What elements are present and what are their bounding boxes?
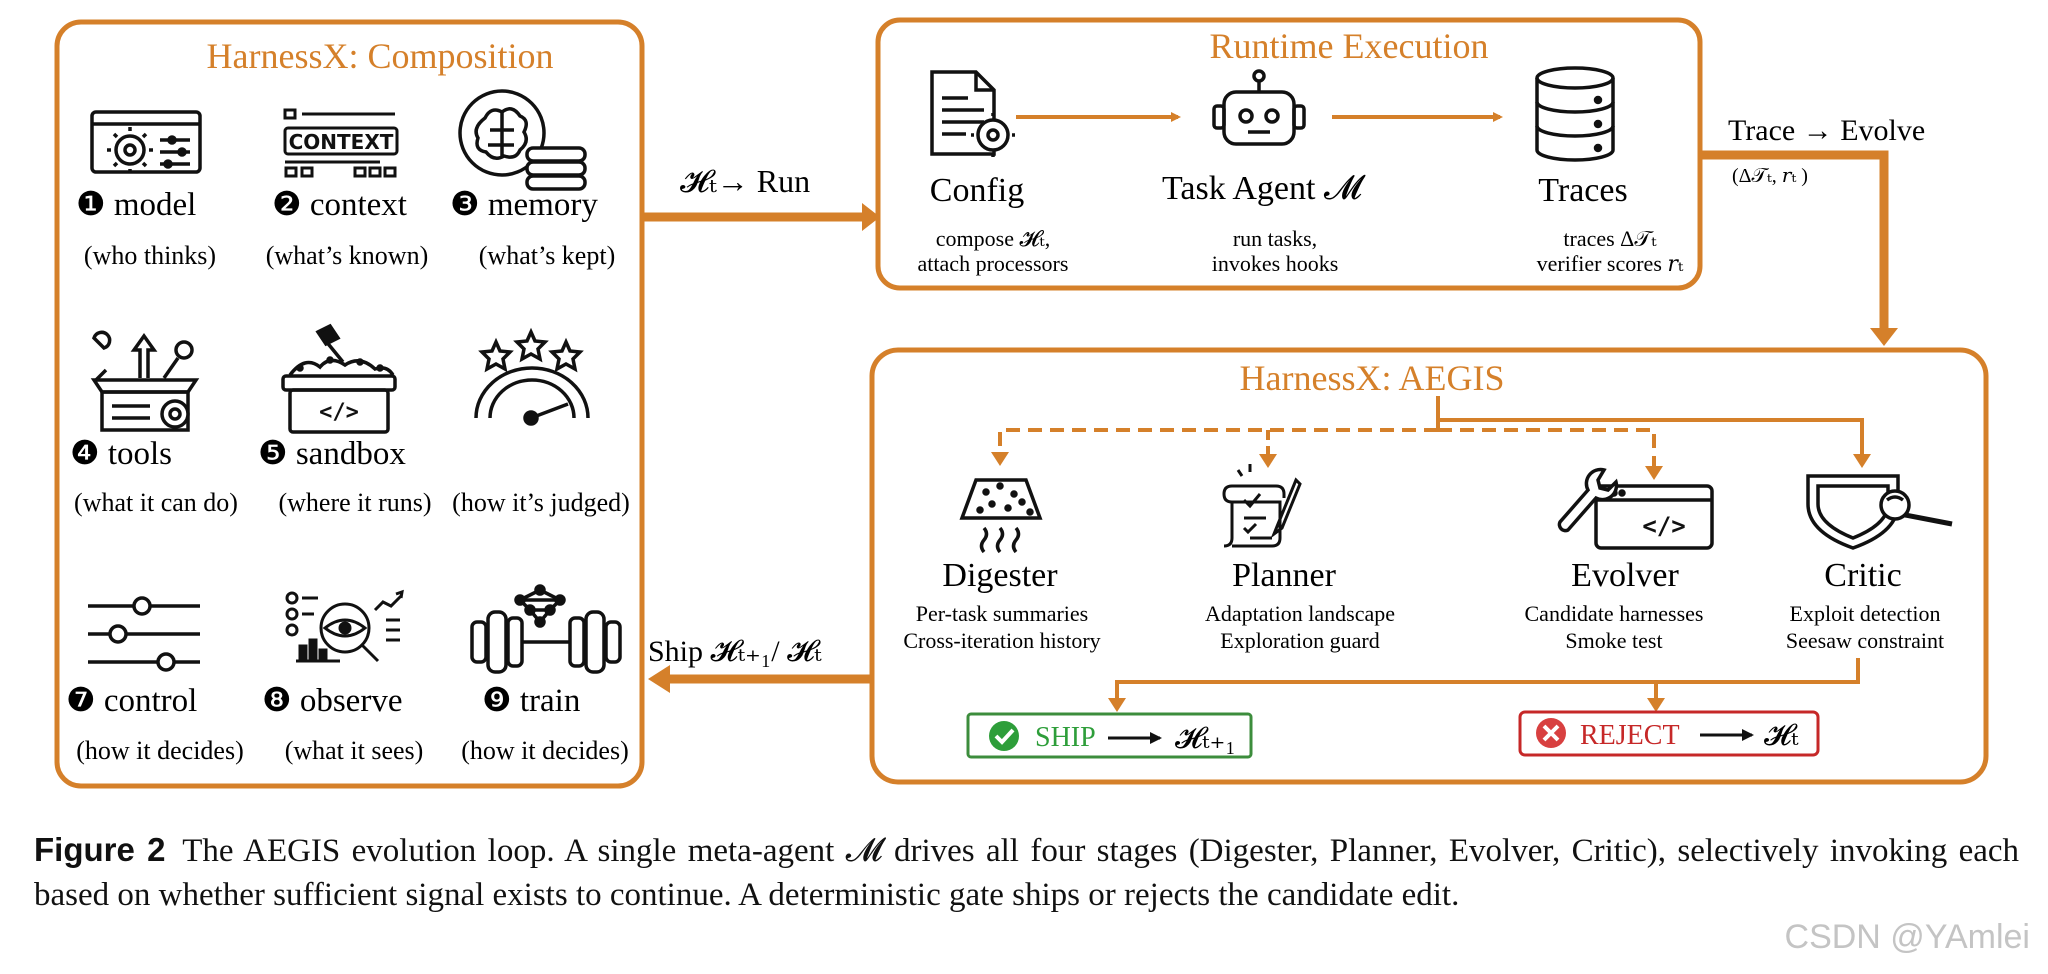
aegis-title: HarnessX: AEGIS (1240, 358, 1505, 398)
item-memory-desc: (what’s kept) (479, 241, 615, 270)
critic-desc-1: Exploit detection (1790, 601, 1941, 626)
item-control-label: control (104, 683, 197, 719)
traces-desc-2: verifier scores 𝑟ₜ (1537, 251, 1684, 276)
planner-desc-2: Exploration guard (1220, 628, 1379, 653)
dispatch-connectors (991, 396, 1871, 480)
item-num: ❽ (262, 683, 292, 719)
config-label: Config (930, 172, 1024, 209)
svg-text:❾ train: ❾ train (482, 683, 580, 719)
wrench-code-icon: </> (1557, 467, 1714, 550)
run-arrow-label: 𝓗ₜ→ Run (680, 163, 810, 199)
ship-arrow: Ship 𝓗ₜ₊₁/ 𝓗ₜ (648, 635, 872, 693)
svg-text:❹ tools: ❹ tools (70, 436, 172, 472)
item-num: ❾ (482, 683, 512, 719)
toolbox-icon (90, 330, 200, 432)
item-train-desc: (how it decides) (461, 736, 629, 765)
figure-caption: Figure 2 The AEGIS evolution loop. A sin… (34, 828, 2019, 917)
database-icon (1535, 66, 1615, 162)
item-num: ❼ (66, 683, 96, 719)
item-model-label: model (114, 187, 196, 223)
svg-text:❽ observe: ❽ observe (262, 683, 402, 719)
composition-title: HarnessX: Composition (207, 36, 554, 76)
observe-eye-icon (285, 589, 404, 663)
agent-desc-1: run tasks, (1233, 226, 1317, 251)
item-sandbox-label: sandbox (296, 436, 406, 472)
svg-text:❼ control: ❼ control (66, 683, 197, 719)
ship-arrow-label: Ship 𝓗ₜ₊₁/ 𝓗ₜ (648, 635, 822, 668)
item-context-label: context (310, 187, 407, 223)
dumbbell-network-icon (470, 584, 622, 674)
shield-magnifier-icon (1806, 474, 1953, 550)
sandbox-code-icon: </> (281, 323, 397, 434)
reject-target: 𝓗ₜ (1764, 719, 1799, 752)
critic-label: Critic (1824, 557, 1901, 594)
digester-desc-2: Cross-iteration history (903, 628, 1100, 653)
runtime-panel: Runtime Execution Config compose 𝓗ₜ, att… (875, 17, 1703, 291)
item-num: ❺ (258, 436, 288, 472)
item-train-label: train (520, 683, 580, 719)
planner-label: Planner (1232, 557, 1337, 594)
reject-label: REJECT (1580, 720, 1680, 751)
item-observe-label: observe (300, 683, 403, 719)
planner-scroll-icon (1222, 464, 1302, 548)
agent-desc-2: invokes hooks (1212, 251, 1339, 276)
traces-label: Traces (1538, 172, 1627, 209)
item-sandbox-desc: (where it runs) (278, 488, 431, 517)
item-observe-desc: (what it sees) (285, 736, 424, 765)
ship-badge: SHIP 𝓗ₜ₊₁ (966, 712, 1253, 759)
item-control-desc: (how it decides) (76, 736, 244, 765)
item-context-desc: (what’s known) (266, 241, 428, 270)
config-desc-1: compose 𝓗ₜ, (936, 226, 1050, 251)
svg-text:</>: </> (1642, 512, 1685, 540)
item-num: ❶ (76, 187, 106, 223)
run-arrow: 𝓗ₜ→ Run (642, 163, 880, 231)
critic-desc-2: Seesaw constraint (1786, 628, 1944, 653)
context-icon: CONTEXT (283, 108, 399, 178)
evolver-label: Evolver (1571, 557, 1679, 594)
composition-panel: HarnessX: Composition ❶ model (who think… (54, 19, 645, 789)
ship-target: 𝓗ₜ₊₁ (1175, 722, 1236, 755)
item-num: ❸ (450, 187, 480, 223)
svg-text:CONTEXT: CONTEXT (289, 130, 394, 154)
brain-database-icon (458, 89, 587, 191)
item-memory-label: memory (488, 187, 598, 223)
svg-text:❷ context: ❷ context (272, 187, 407, 223)
trace-evolve-arrow: Trace → Evolve (Δ𝒯ₜ, 𝑟ₜ ) (1700, 114, 1925, 346)
aegis-panel: HarnessX: AEGIS Digester Per-task summar… (869, 347, 1989, 785)
agent-label: Task Agent 𝓜 (1162, 170, 1366, 207)
sliders-icon (88, 596, 200, 672)
planner-desc-1: Adaptation landscape (1205, 601, 1395, 626)
svg-text:❺ sandbox: ❺ sandbox (258, 436, 406, 472)
ship-label: SHIP (1035, 722, 1096, 753)
item-tools-desc: (what it can do) (74, 488, 238, 517)
evolver-desc-1: Candidate harnesses (1525, 601, 1704, 626)
config-file-icon (930, 70, 1015, 157)
gear-panel-icon (90, 110, 202, 174)
trace-evolve-sub: (Δ𝒯ₜ, 𝑟ₜ ) (1732, 165, 1808, 187)
svg-text:❸ memory: ❸ memory (450, 187, 598, 223)
digester-label: Digester (942, 557, 1058, 594)
digester-filter-icon (959, 478, 1043, 554)
digester-desc-1: Per-task summaries (916, 601, 1088, 626)
svg-text:❶ model: ❶ model (76, 187, 196, 223)
runtime-title: Runtime Execution (1210, 26, 1489, 66)
config-desc-2: attach processors (918, 251, 1069, 276)
caption-text: The AEGIS evolution loop. A single meta-… (34, 833, 2020, 913)
item-judged-desc: (how it’s judged) (452, 488, 630, 517)
evolver-desc-2: Smoke test (1565, 628, 1662, 653)
gate-connectors (1108, 658, 1860, 712)
watermark: CSDN @YAmlei (1784, 918, 2030, 956)
item-num: ❹ (70, 436, 100, 472)
svg-text:</>: </> (319, 400, 359, 425)
trace-evolve-label: Trace → Evolve (1728, 114, 1925, 147)
figure-number: Figure 2 (34, 831, 166, 868)
reject-badge: REJECT 𝓗ₜ (1518, 710, 1820, 757)
rating-gauge-icon (474, 327, 590, 426)
item-model-desc: (who thinks) (84, 241, 216, 270)
item-tools-label: tools (108, 436, 172, 472)
item-num: ❷ (272, 187, 302, 223)
traces-desc-1: traces Δ𝒯ₜ (1563, 226, 1657, 251)
robot-icon (1212, 69, 1306, 146)
